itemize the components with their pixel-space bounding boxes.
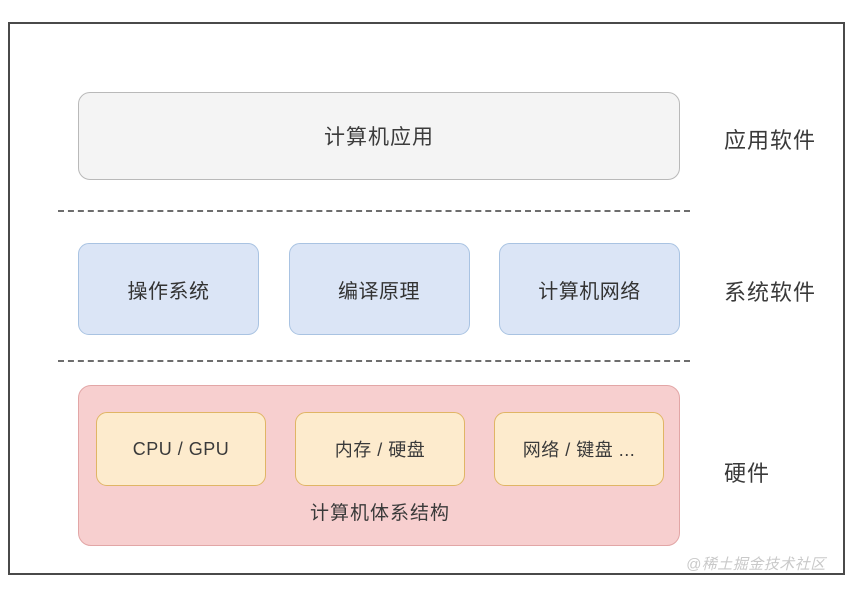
divider-application-system [58, 210, 690, 212]
side-label-hardware: 硬件 [724, 461, 771, 486]
application-box-label: 计算机应用 [324, 126, 434, 149]
divider-system-hardware [58, 360, 690, 362]
system-box-label: 操作系统 [127, 280, 210, 303]
diagram-frame: 计算机应用 操作系统 编译原理 计算机网络 CPU / GPU 内存 / [8, 22, 845, 575]
system-box-compiler-principles: 编译原理 [288, 243, 470, 335]
side-label-system-software: 系统软件 [724, 280, 817, 305]
hardware-caption: 计算机体系结构 [309, 503, 450, 524]
system-software-row: 操作系统 编译原理 计算机网络 [78, 243, 680, 335]
hardware-box-network-keyboard: 网络 / 键盘 ... [494, 412, 664, 486]
system-box-label: 编译原理 [338, 280, 420, 303]
hardware-row: CPU / GPU 内存 / 硬盘 网络 / 键盘 ... [96, 412, 664, 486]
hardware-container: CPU / GPU 内存 / 硬盘 网络 / 键盘 ... 计算机体系结构 [78, 385, 680, 546]
side-label-application-software: 应用软件 [724, 128, 817, 153]
system-box-label: 计算机网络 [538, 280, 641, 303]
application-box: 计算机应用 [78, 92, 680, 180]
hardware-box-label: 网络 / 键盘 ... [522, 440, 636, 460]
watermark: @稀土掘金技术社区 [686, 556, 826, 573]
system-box-operating-system: 操作系统 [78, 243, 259, 335]
system-box-computer-networks: 计算机网络 [499, 243, 680, 335]
hardware-box-memory-disk: 内存 / 硬盘 [295, 412, 465, 486]
hardware-box-label: 内存 / 硬盘 [334, 440, 426, 460]
hardware-box-cpu-gpu: CPU / GPU [96, 412, 266, 486]
hardware-box-label: CPU / GPU [132, 438, 230, 459]
